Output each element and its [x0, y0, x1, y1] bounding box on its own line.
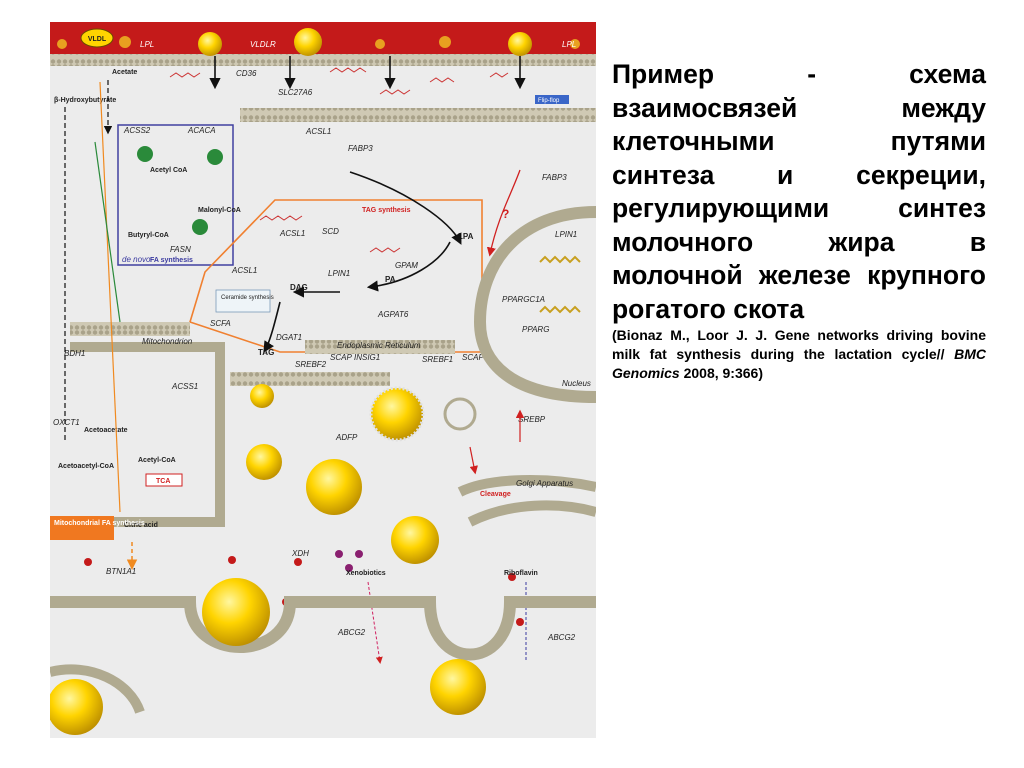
pa-label: PA	[385, 275, 396, 284]
scap-2-label: SCAP	[462, 353, 484, 362]
denovo-box	[117, 124, 234, 266]
er-label: Endoplasmic Reticulum	[337, 341, 421, 350]
lpl-label-2: LPL	[562, 40, 576, 49]
flip-flop-label: Flip-flop	[538, 98, 560, 104]
lipid-droplets	[246, 384, 477, 564]
caption: Пример - схема взаимосвязей между клеточ…	[612, 58, 986, 383]
slc27a6-label: SLC27A6	[278, 88, 313, 97]
abcg2-left-label: ABCG2	[337, 628, 366, 637]
nucleus-label: Nucleus	[562, 379, 591, 388]
milk-fat-pathway-diagram: VLDL LPL VLDLR LPL CD36 SLC27A6 ACSL1 Fl…	[50, 22, 596, 738]
srebf1-label: SREBF1	[422, 355, 453, 364]
citric-acid-label: Citric acid	[124, 522, 158, 529]
srebp-label: SREBP	[518, 415, 546, 424]
fabp3-right-label: FABP3	[542, 173, 567, 182]
mito-label: Mitochondrion	[142, 337, 193, 346]
reference-year: 2008, 9:366)	[679, 365, 763, 381]
caption-title: Пример - схема взаимосвязей между клеточ…	[612, 59, 986, 324]
tca-label: TCA	[156, 478, 170, 485]
btn1a1-label: BTN1A1	[106, 567, 136, 576]
gpam-label: GPAM	[395, 261, 418, 270]
lpa-label: LPA	[458, 232, 474, 241]
vldl-label: VLDL	[88, 36, 107, 43]
acss2-label: ACSS2	[123, 126, 151, 135]
vldl-particle	[80, 28, 114, 48]
acss1-label: ACSS1	[171, 382, 198, 391]
cd36-label: CD36	[236, 69, 257, 78]
mito-fa-label: Mitochondrial FA synthesis	[54, 520, 145, 527]
bdh1-label: BDH1	[64, 349, 85, 358]
ppargc1a-label: PPARGC1A	[502, 295, 545, 304]
lpin1-nucleus-label: LPIN1	[555, 230, 577, 239]
denovo-label-prefix: de novo	[122, 255, 151, 264]
acsl1-low-label: ACSL1	[231, 266, 257, 275]
xdh-label: XDH	[291, 549, 309, 558]
secretion-dots	[84, 556, 524, 626]
xenobiotics-label: Xenobiotics	[346, 570, 386, 577]
cleavage-label: Cleavage	[480, 491, 511, 498]
bhb-label: β-Hydroxybutyrate	[54, 97, 116, 104]
srebf2-label: SREBF2	[295, 360, 327, 369]
blood-vessel	[50, 22, 596, 54]
fasn-label: FASN	[170, 245, 191, 254]
lpin1-label: LPIN1	[328, 269, 350, 278]
acsl1-top-label: ACSL1	[305, 127, 331, 136]
scap-1-label: SCAP	[330, 353, 352, 362]
acetate-label: Acetate	[112, 69, 137, 76]
ceramide-label: Ceramide synthesis	[221, 295, 274, 301]
fabp3-center-label: FABP3	[348, 144, 373, 153]
mitochondrion	[70, 342, 225, 527]
reference-journal: BMC Genomics	[612, 346, 986, 381]
malonyl-coa-label: Malonyl-CoA	[198, 207, 241, 214]
mito-acetyl-coa-label: Acetyl-CoA	[138, 457, 176, 464]
acsl1-mid-label: ACSL1	[279, 229, 305, 238]
denovo-label-suffix: FA synthesis	[150, 257, 193, 264]
riboflavin-label: Riboflavin	[504, 570, 538, 577]
vldlr-label: VLDLR	[250, 40, 276, 49]
pparg-label: PPARG	[522, 325, 549, 334]
reference-authors: (Bionaz M., Loor J. J. Gene networks dri…	[612, 327, 986, 362]
tag-synthesis-label: TAG synthesis	[362, 207, 411, 214]
caption-reference: (Bionaz M., Loor J. J. Gene networks dri…	[612, 326, 986, 383]
acetoacetyl-coa-label: Acetoacetyl-CoA	[58, 463, 114, 470]
scd-label: SCD	[322, 227, 339, 236]
lpl-bulbs	[57, 28, 580, 56]
abcg2-right-label: ABCG2	[547, 633, 576, 642]
adfp-label: ADFP	[335, 433, 358, 442]
lpl-label-1: LPL	[140, 40, 154, 49]
agpat6-label: AGPAT6	[377, 310, 409, 319]
scfa-label: SCFA	[210, 319, 231, 328]
insig1-label: INSIG1	[354, 353, 380, 362]
question-mark: ?	[502, 207, 509, 221]
golgi-apparatus	[457, 475, 596, 527]
dgat1-label: DGAT1	[276, 333, 302, 342]
dag-label: DAG	[290, 283, 308, 292]
acetoacetate-label: Acetoacetate	[84, 427, 128, 434]
acaca-label: ACACA	[187, 126, 216, 135]
oxct1-label: OXCT1	[53, 418, 80, 427]
golgi-label: Golgi Apparatus	[516, 479, 573, 488]
apical-membrane	[50, 596, 596, 661]
butyryl-coa-label: Butyryl-CoA	[128, 232, 169, 239]
acetyl-coa-label: Acetyl CoA	[150, 167, 187, 174]
nucleus	[473, 206, 596, 403]
